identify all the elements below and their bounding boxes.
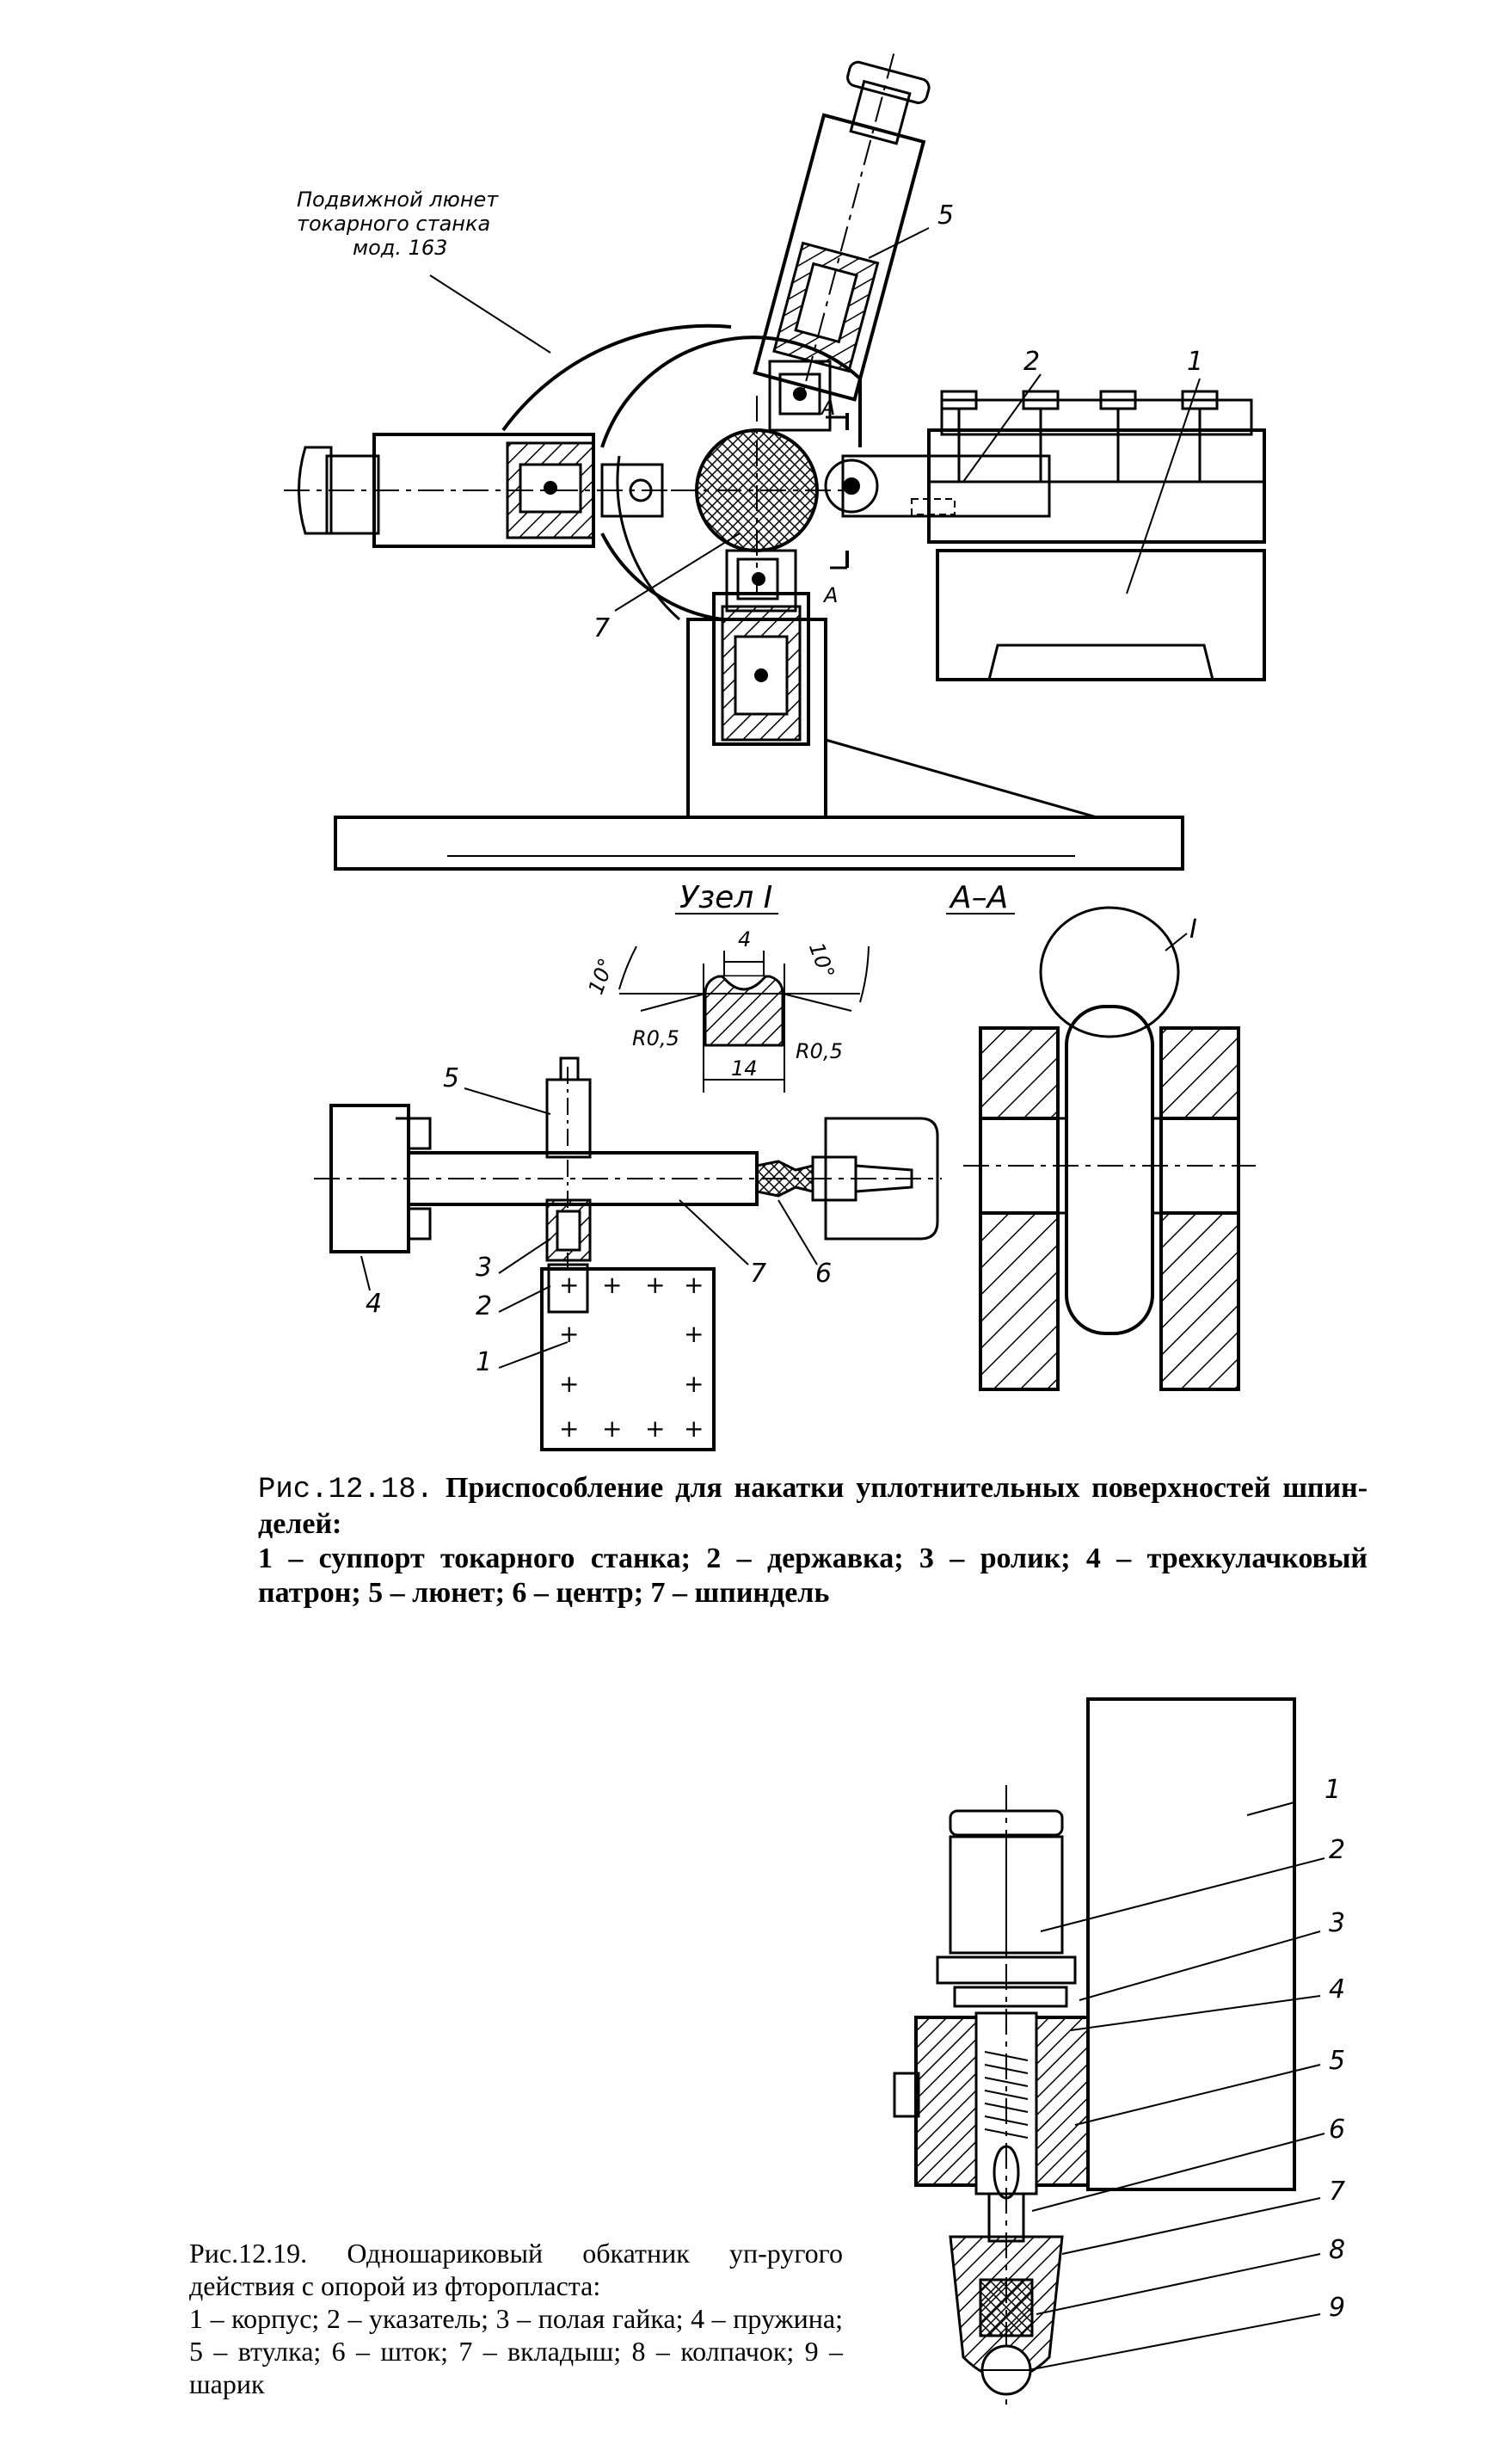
label-5: 5 <box>937 200 954 231</box>
svg-text:+: + <box>602 1414 622 1443</box>
base-plate <box>334 816 1184 871</box>
fig18-leaders <box>429 227 1201 612</box>
fig18-caption-title: Приспособление для накатки уплотнительны… <box>258 1472 1368 1540</box>
steady-rest-body <box>501 323 732 432</box>
plus-marks: + + + + + + + + + + + + <box>559 1271 704 1443</box>
plan-label-2: 2 <box>476 1291 492 1321</box>
fig18-caption-legend: 1 – суппорт токарного станка; 2 – держав… <box>258 1543 1368 1609</box>
svg-text:+: + <box>559 1271 579 1299</box>
fig19-leaders <box>1027 1801 1325 2371</box>
roller-detail <box>618 945 870 1093</box>
plan-label-4: 4 <box>366 1289 382 1319</box>
svg-text:+: + <box>684 1414 704 1443</box>
r-left: R0,5 <box>632 1026 679 1050</box>
fig18-caption-number: Рис.12.18. <box>258 1474 434 1506</box>
angle-left: 10° <box>584 955 619 998</box>
lower-arm <box>712 592 810 746</box>
svg-text:+: + <box>684 1320 704 1348</box>
fig19-label-5: 5 <box>1329 2046 1345 2076</box>
fig19-label-9: 9 <box>1329 2293 1345 2323</box>
svg-text:+: + <box>559 1320 579 1348</box>
fig19-label-7: 7 <box>1329 2177 1345 2207</box>
upper-arm <box>753 53 931 402</box>
svg-text:+: + <box>602 1271 622 1299</box>
section-title: A–A <box>949 880 1008 915</box>
plan-label-3: 3 <box>476 1253 492 1283</box>
svg-text:+: + <box>684 1271 704 1299</box>
cut-label-bottom: A <box>822 583 838 607</box>
plan-view <box>314 1056 942 1451</box>
section-label-I: I <box>1189 914 1197 945</box>
note-line-1: Подвижной люнет <box>297 188 499 212</box>
fig19-label-1: 1 <box>1325 1775 1341 1805</box>
plan-leaders <box>360 1087 818 1369</box>
fig19-caption: Рис.12.19. Одношариковый обкатник уп-руг… <box>189 2237 843 2400</box>
plan-label-1: 1 <box>476 1347 492 1377</box>
fig18-caption: Рис.12.18. Приспособление для накатки уп… <box>258 1471 1368 1610</box>
fig19-caption-legend: 1 – корпус; 2 – указатель; 3 – полая гай… <box>189 2303 843 2399</box>
fig19-caption-title: Одношариковый обкатник уп-ругого действи… <box>189 2238 844 2301</box>
fig19-drawing <box>893 1697 1296 2409</box>
column-gusset <box>824 738 1097 819</box>
r-right: R0,5 <box>796 1039 843 1063</box>
plan-label-7: 7 <box>750 1259 766 1289</box>
body-1 <box>1086 1697 1296 2191</box>
note-line-2: токарного станка <box>297 212 490 236</box>
svg-text:+: + <box>645 1414 665 1443</box>
fig19-label-6: 6 <box>1329 2115 1345 2145</box>
fig19-label-4: 4 <box>1329 1974 1345 2004</box>
svg-text:+: + <box>645 1271 665 1299</box>
fig19-label-8: 8 <box>1329 2235 1345 2265</box>
plan-label-5: 5 <box>443 1063 459 1093</box>
svg-text:+: + <box>684 1370 704 1398</box>
fig19-label-3: 3 <box>1329 1908 1345 1938</box>
note-line-3: мод. 163 <box>353 236 447 260</box>
dim-4: 4 <box>738 927 751 951</box>
label-2: 2 <box>1023 347 1040 377</box>
dim-14: 14 <box>731 1056 758 1081</box>
node-title: Узел I <box>679 880 772 915</box>
fig19-label-2: 2 <box>1329 1835 1345 1865</box>
plan-label-6: 6 <box>815 1259 832 1289</box>
fig18-assembly <box>284 53 1266 871</box>
cross-slide <box>936 549 1266 681</box>
slide-plan <box>540 1267 716 1451</box>
angle-right: 10° <box>804 939 839 982</box>
label-7: 7 <box>593 613 610 644</box>
label-1: 1 <box>1187 347 1203 377</box>
fig19-caption-number: Рис.12.19. <box>189 2238 308 2269</box>
tool-post <box>927 428 1266 544</box>
section-a-a <box>963 906 1256 1391</box>
cut-label-top: A <box>820 396 835 420</box>
svg-text:+: + <box>559 1370 579 1398</box>
svg-text:+: + <box>559 1414 579 1443</box>
